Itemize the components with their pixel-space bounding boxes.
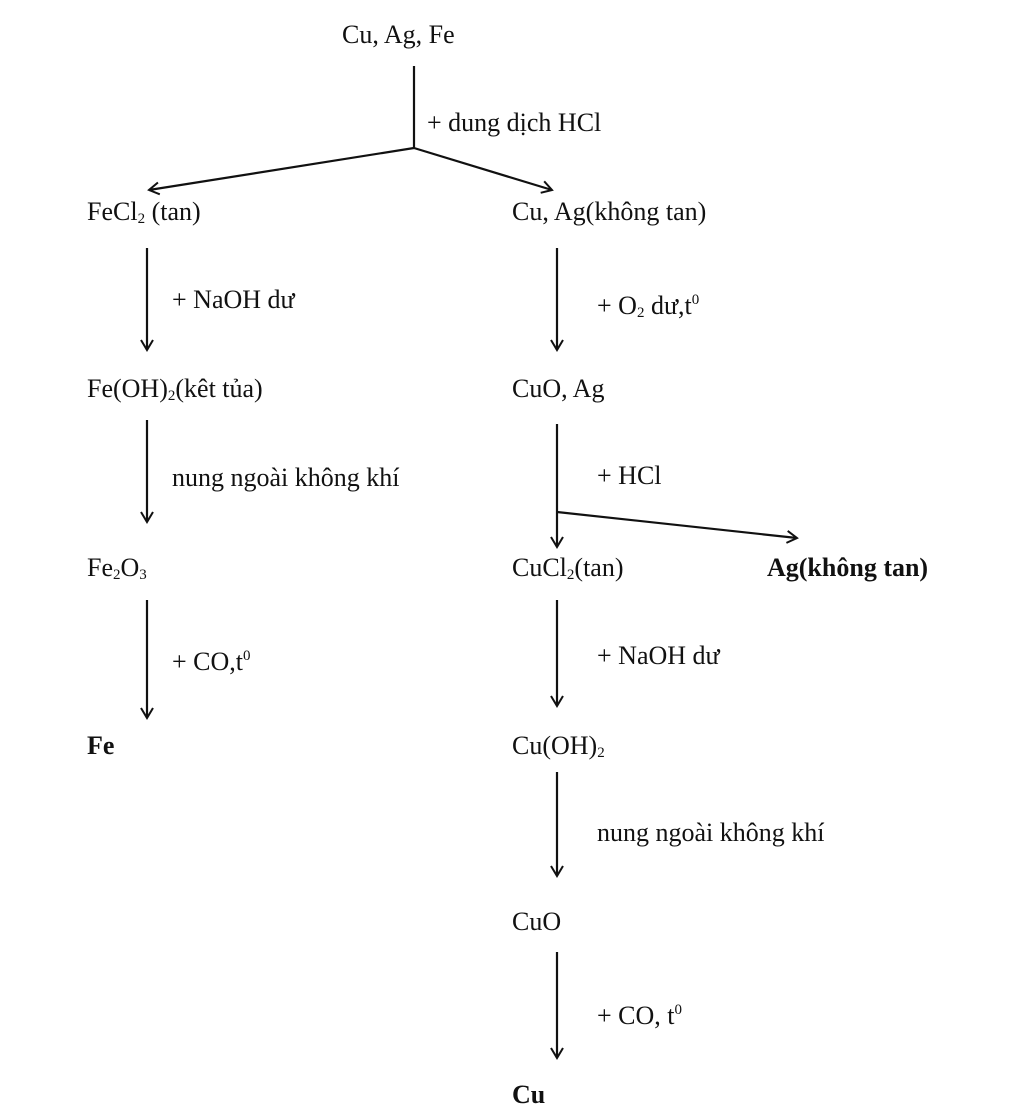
reagent-o2: + O2 dư,t0 (597, 291, 700, 321)
arrow-to-ag (556, 510, 799, 544)
node-fe2o3: Fe2O3 (87, 553, 147, 583)
node-cuo-ag: CuO, Ag (512, 374, 605, 403)
product-fe: Fe (87, 731, 115, 760)
start-mixture: Cu, Ag, Fe (342, 20, 455, 49)
node-cucl2: CuCl2(tan) (512, 553, 624, 583)
reagent-co-left: + CO,t0 (172, 647, 251, 676)
reagent-hcl: + dung dịch HCl (427, 108, 602, 137)
node-cuoh2: Cu(OH)2 (512, 731, 605, 761)
product-ag: Ag(không tan) (767, 553, 929, 582)
arrow-to-cuag (413, 146, 554, 194)
node-fecl2: FeCl2 (tan) (87, 197, 201, 227)
node-cuo: CuO (512, 907, 562, 936)
reagent-hcl-2: + HCl (597, 461, 662, 490)
node-feoh2: Fe(OH)2(kêt tủa) (87, 374, 263, 404)
reagent-co-right: + CO, t0 (597, 1001, 683, 1030)
reagent-heat-left: nung ngoài không khí (172, 463, 400, 492)
node-cu-ag: Cu, Ag(không tan) (512, 197, 707, 226)
reagent-naoh-left: + NaOH dư (172, 285, 295, 314)
reagent-heat-right: nung ngoài không khí (597, 818, 825, 847)
arrow-to-fecl2 (147, 146, 415, 196)
reagent-naoh-right: + NaOH dư (597, 641, 720, 670)
product-cu: Cu (512, 1080, 546, 1109)
